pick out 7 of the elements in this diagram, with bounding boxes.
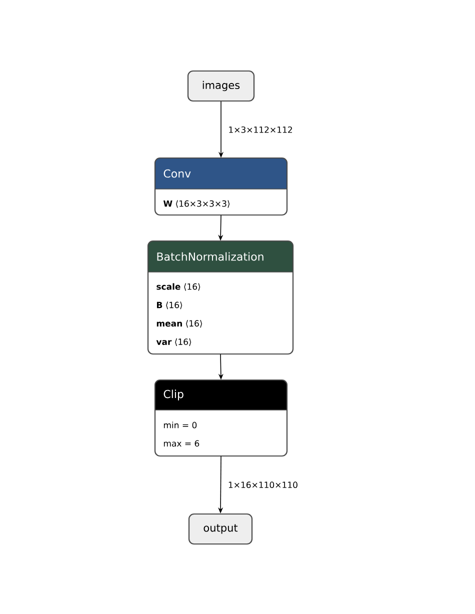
io-box: output <box>188 513 253 545</box>
operator-box: Clip min = 0 max = 6 <box>154 379 288 457</box>
operator-box: Conv W ⟨16×3×3×3⟩ <box>154 157 288 216</box>
edge-label: 1×3×112×112 <box>229 126 292 133</box>
io-box: images <box>187 70 255 102</box>
operator-box: BatchNormalization scale ⟨16⟩ B ⟨16⟩ mean ⟨16⟩ var ⟨16⟩ <box>147 240 294 355</box>
edge-label: 1×16×110×110 <box>228 482 298 488</box>
